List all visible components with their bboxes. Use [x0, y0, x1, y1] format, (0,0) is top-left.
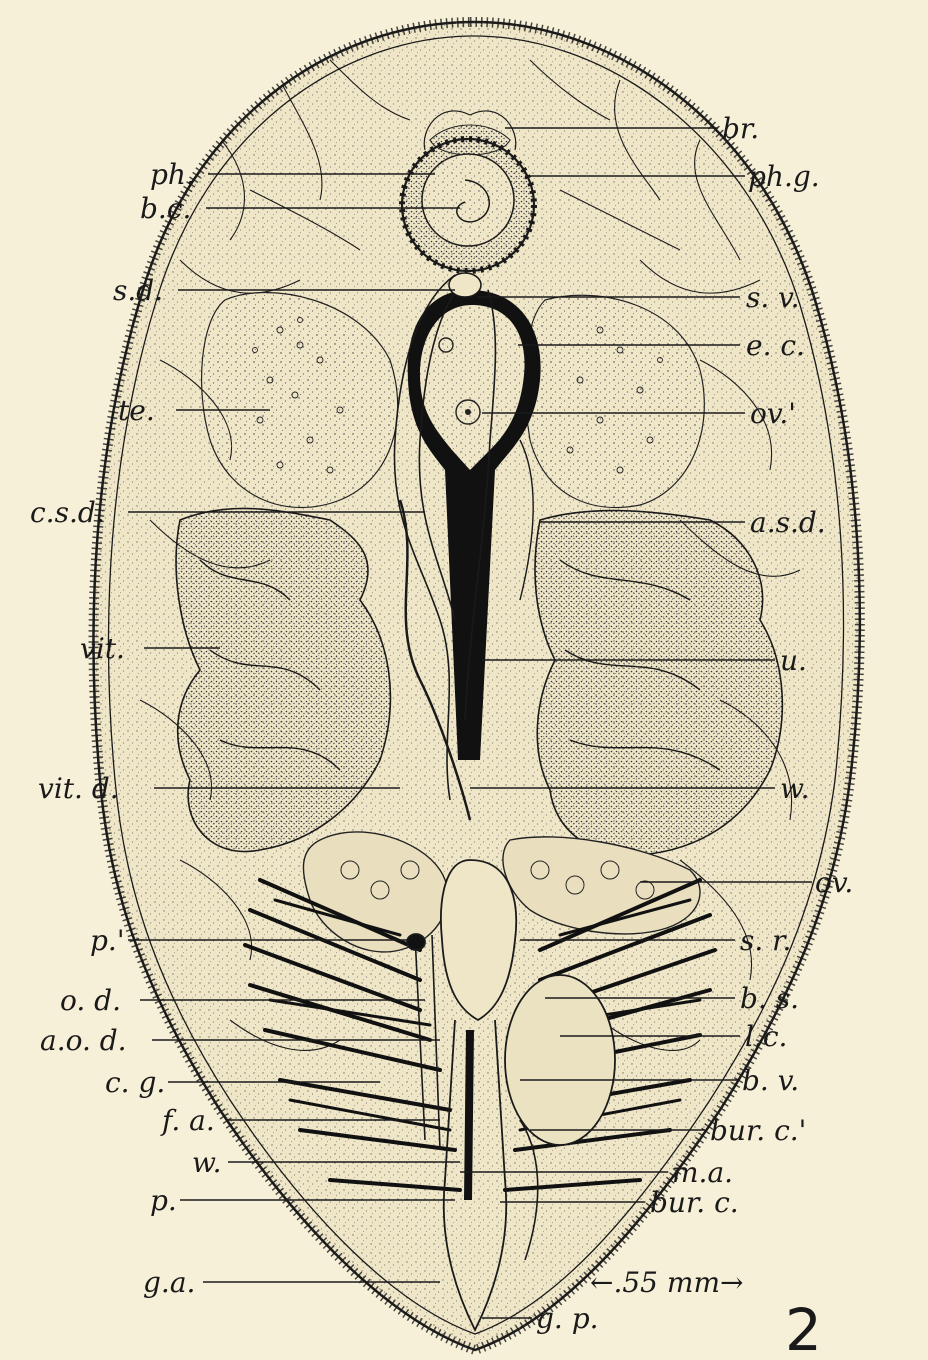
bursa-sac — [505, 975, 615, 1145]
label-bv: b. v. — [742, 1064, 799, 1097]
label-phg: ph.g. — [748, 160, 820, 193]
label-sd: s.d. — [113, 274, 163, 307]
label-sv: s. v. — [746, 281, 800, 314]
label-lc: l.c. — [745, 1020, 787, 1053]
label-bc: b.c. — [140, 192, 191, 225]
label-vitd: vit. d. — [38, 772, 119, 805]
label-ov: ov. — [815, 866, 853, 899]
scale-bar: ←.55 mm→ — [590, 1266, 743, 1299]
label-burc: bur. c. — [650, 1186, 739, 1219]
label-ov-prime: ov.' — [750, 397, 796, 430]
label-p: p. — [150, 1184, 177, 1217]
label-te: te. — [118, 394, 155, 427]
label-p-prime: p.' — [90, 924, 125, 957]
label-od: o. d. — [60, 984, 121, 1017]
label-vit: vit. — [80, 632, 125, 665]
label-ma: m.a. — [672, 1156, 733, 1189]
label-ga: g.a. — [143, 1266, 195, 1299]
vitellaria-right — [535, 511, 782, 856]
label-cg: c. g. — [105, 1066, 165, 1099]
label-sr: s. r. — [740, 924, 791, 957]
pharynx — [402, 139, 534, 271]
label-bs: b. s. — [740, 982, 799, 1015]
label-br: br. — [722, 112, 759, 145]
figure-number: 2 — [785, 1296, 822, 1360]
label-w: w. — [780, 772, 810, 805]
label-ec: e. c. — [746, 329, 805, 362]
label-asd: a.s.d. — [750, 506, 826, 539]
label-burc-prime: bur. c.' — [710, 1114, 806, 1147]
label-aod: a.o. d. — [40, 1024, 127, 1057]
label-u: u. — [780, 644, 807, 677]
label-w2: w. — [192, 1146, 222, 1179]
label-ph: ph. — [150, 158, 195, 191]
label-fa: f. a. — [160, 1104, 215, 1137]
label-gp: g. p. — [536, 1302, 599, 1335]
label-csd: c.s.d. — [30, 496, 105, 529]
